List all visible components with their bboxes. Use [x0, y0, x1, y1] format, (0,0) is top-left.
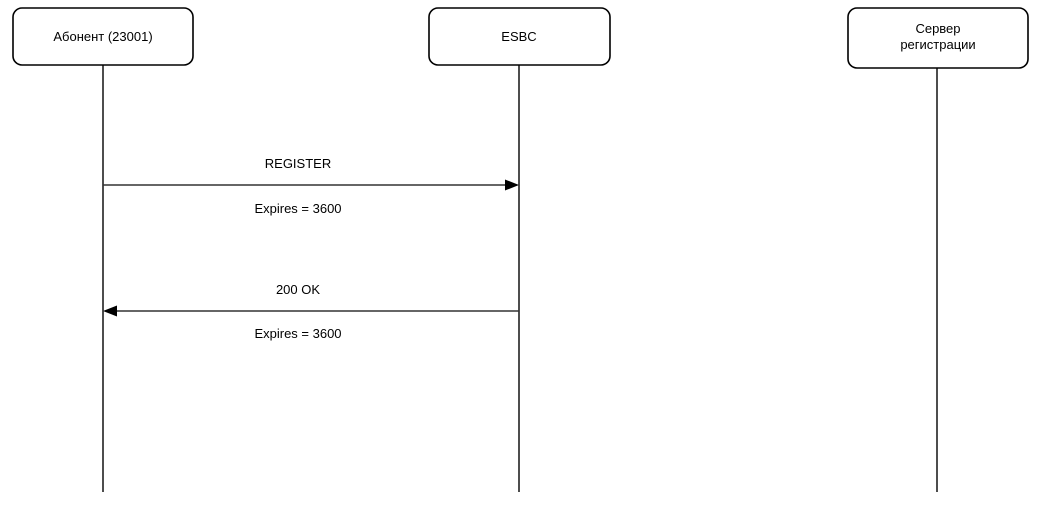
- actor-subscriber: Абонент (23001): [12, 7, 194, 66]
- message-200-ok: 200 OK Expires = 3600: [103, 282, 519, 341]
- actor-esbc-box: [428, 7, 611, 66]
- actor-subscriber-label: Абонент (23001): [53, 29, 152, 44]
- message-register-sublabel: Expires = 3600: [254, 201, 341, 216]
- message-200-ok-sublabel: Expires = 3600: [254, 326, 341, 341]
- actor-subscriber-box: [12, 7, 194, 66]
- message-200-ok-arrowhead: [103, 305, 117, 317]
- actor-esbc-label: ESBC: [501, 29, 536, 44]
- message-register-label: REGISTER: [265, 156, 331, 171]
- actor-registration-server: Сервер регистрации: [847, 7, 1029, 69]
- message-register-arrowhead: [505, 179, 519, 191]
- actor-registration-server-label-line1: Сервер: [915, 21, 960, 36]
- message-register: REGISTER Expires = 3600: [103, 156, 519, 216]
- actor-registration-server-label-line2: регистрации: [900, 37, 975, 52]
- actor-registration-server-box: [847, 7, 1029, 69]
- actor-esbc: ESBC: [428, 7, 611, 66]
- message-200-ok-label: 200 OK: [276, 282, 320, 297]
